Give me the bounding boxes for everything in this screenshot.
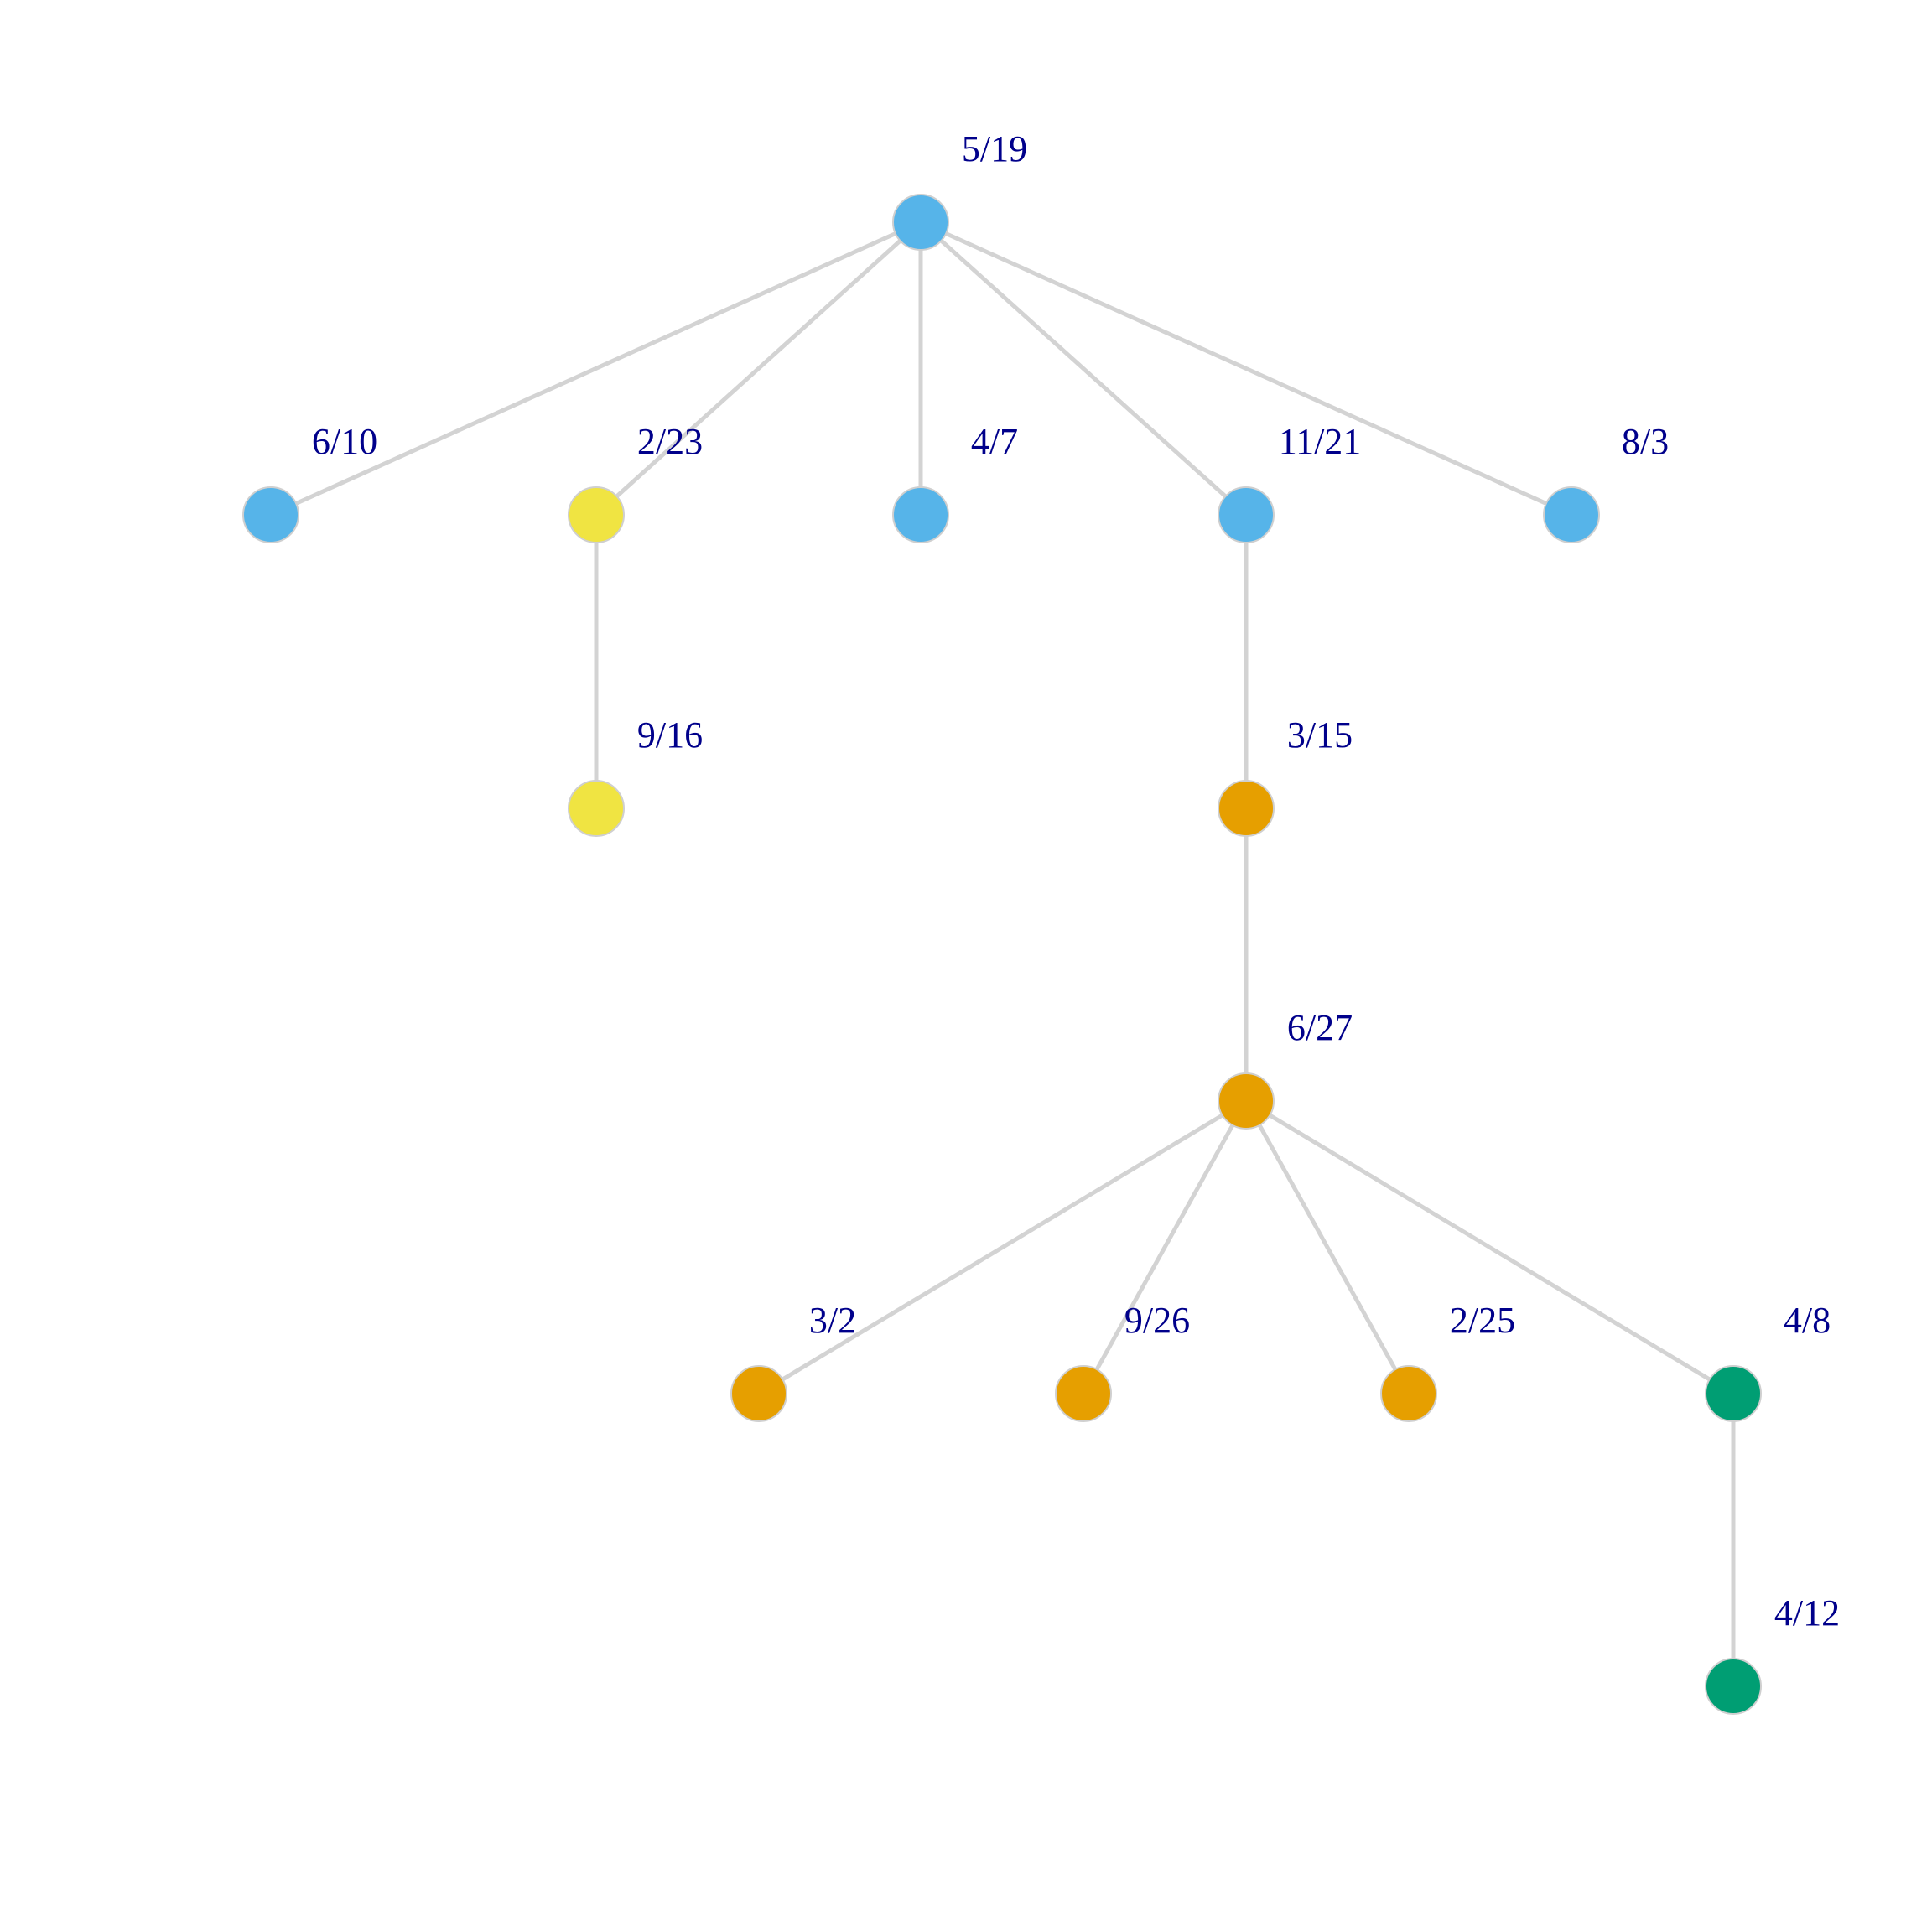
edge-n1-n2 [269,220,922,517]
edge-n1-n5 [919,221,1248,517]
node-label-n13: 4/8 [1784,1300,1831,1341]
tree-node-n9 [1218,1072,1275,1130]
edge-n9-n11 [1081,1099,1249,1395]
node-label-n12: 2/25 [1450,1300,1515,1341]
edge-n1-n3 [595,221,922,517]
tree-node-n14 [1705,1658,1762,1715]
node-label-n8: 3/15 [1287,714,1353,756]
tree-node-n6 [1543,486,1600,543]
node-label-n3: 2/23 [637,421,703,462]
tree-node-n12 [1380,1365,1437,1422]
edge-n9-n10 [757,1098,1248,1396]
tree-node-n4 [892,486,949,543]
node-label-n4: 4/7 [971,421,1018,462]
node-label-n11: 9/26 [1124,1300,1190,1341]
nodes-layer [242,194,1762,1715]
node-label-n10: 3/2 [809,1300,856,1341]
tree-node-n8 [1218,780,1275,837]
tree-node-n2 [242,486,299,543]
node-label-n14: 4/12 [1774,1592,1840,1633]
tree-node-n3 [568,486,625,543]
edge-n9-n13 [1244,1098,1735,1396]
labels-layer: 5/19 6/10 2/23 4/7 11/21 8/3 9/16 3/15 6/27 3/2 9/… [312,128,1840,1633]
node-label-n2: 6/10 [312,421,377,462]
node-label-n7: 9/16 [637,714,703,756]
node-label-n1: 5/19 [962,128,1027,169]
tree-node-n10 [730,1365,787,1422]
tree-node-n11 [1055,1365,1112,1422]
tree-node-n1 [892,194,949,251]
tree-node-n13 [1705,1365,1762,1422]
tree-node-n5 [1218,486,1275,543]
edge-n1-n6 [919,220,1573,517]
edges-layer [269,220,1736,1686]
node-label-n5: 11/21 [1279,421,1362,462]
edge-n9-n12 [1244,1099,1411,1395]
node-label-n6: 8/3 [1622,421,1669,462]
tree-node-n7 [568,780,625,837]
node-label-n9: 6/27 [1287,1007,1353,1048]
